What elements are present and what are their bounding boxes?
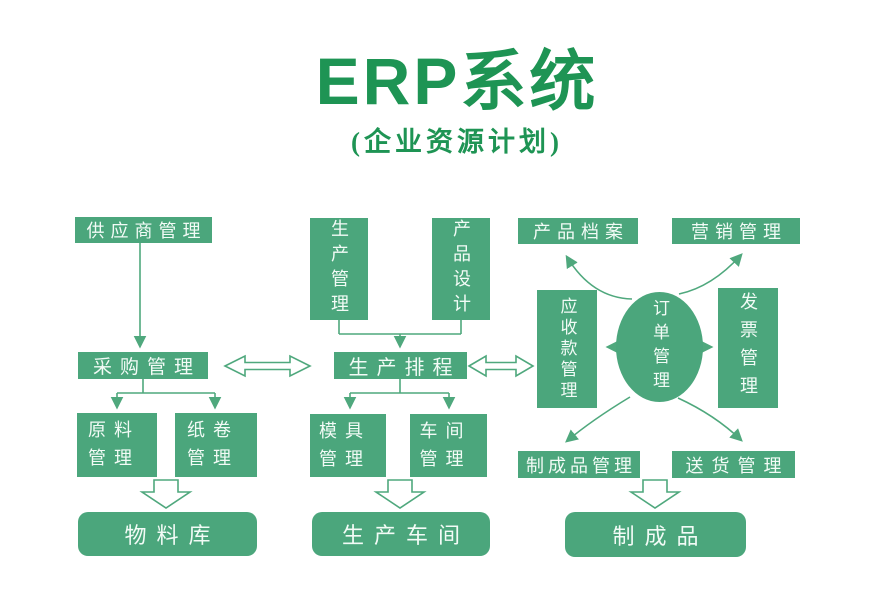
node-material-warehouse: 物料库: [78, 512, 257, 556]
node-receivables-management: 应收款管理: [537, 290, 597, 408]
node-finished-product-management: 制成品管理: [518, 451, 640, 478]
node-paper-roll-management: 纸卷管理: [175, 413, 257, 477]
block-arrow-to-production-workshop: [373, 479, 427, 509]
node-production-management: 生产管理: [310, 218, 368, 320]
node-order-management: 订单管理: [616, 292, 703, 402]
double-arrow-scheduling-receivables: [467, 354, 535, 378]
double-arrow-purchasing-scheduling: [223, 354, 312, 378]
node-raw-material-management: 原料管理: [77, 413, 157, 477]
node-production-scheduling: 生产排程: [334, 352, 467, 379]
arrow-order-to-finished-mgmt: [565, 396, 631, 443]
node-finished-products: 制成品: [565, 512, 746, 557]
block-arrow-to-finished-products: [628, 479, 682, 509]
connector-purchasing-split: [117, 379, 215, 394]
node-delivery-management: 送货管理: [672, 451, 795, 478]
node-workshop-management: 车间管理: [410, 414, 487, 477]
node-purchasing-management: 采购管理: [78, 352, 208, 379]
node-supplier-management: 供应商管理: [75, 217, 212, 243]
node-marketing-management: 营销管理: [672, 218, 800, 244]
arrow-order-to-product-archive: [565, 254, 633, 300]
node-product-archive: 产品档案: [518, 218, 638, 244]
node-production-workshop: 生产车间: [312, 512, 490, 556]
block-arrow-to-material-warehouse: [139, 479, 193, 509]
node-mold-management: 模具管理: [310, 414, 386, 477]
node-invoice-management: 发票管理: [718, 288, 778, 408]
connector-merge-scheduling: [338, 320, 462, 335]
arrow-order-to-delivery: [677, 397, 743, 442]
node-product-design: 产品设计: [432, 218, 490, 320]
page-title: ERP系统: [315, 44, 599, 118]
connector-scheduling-split: [350, 379, 449, 394]
page-subtitle: (企业资源计划): [351, 127, 563, 157]
arrow-order-to-marketing: [678, 253, 743, 295]
